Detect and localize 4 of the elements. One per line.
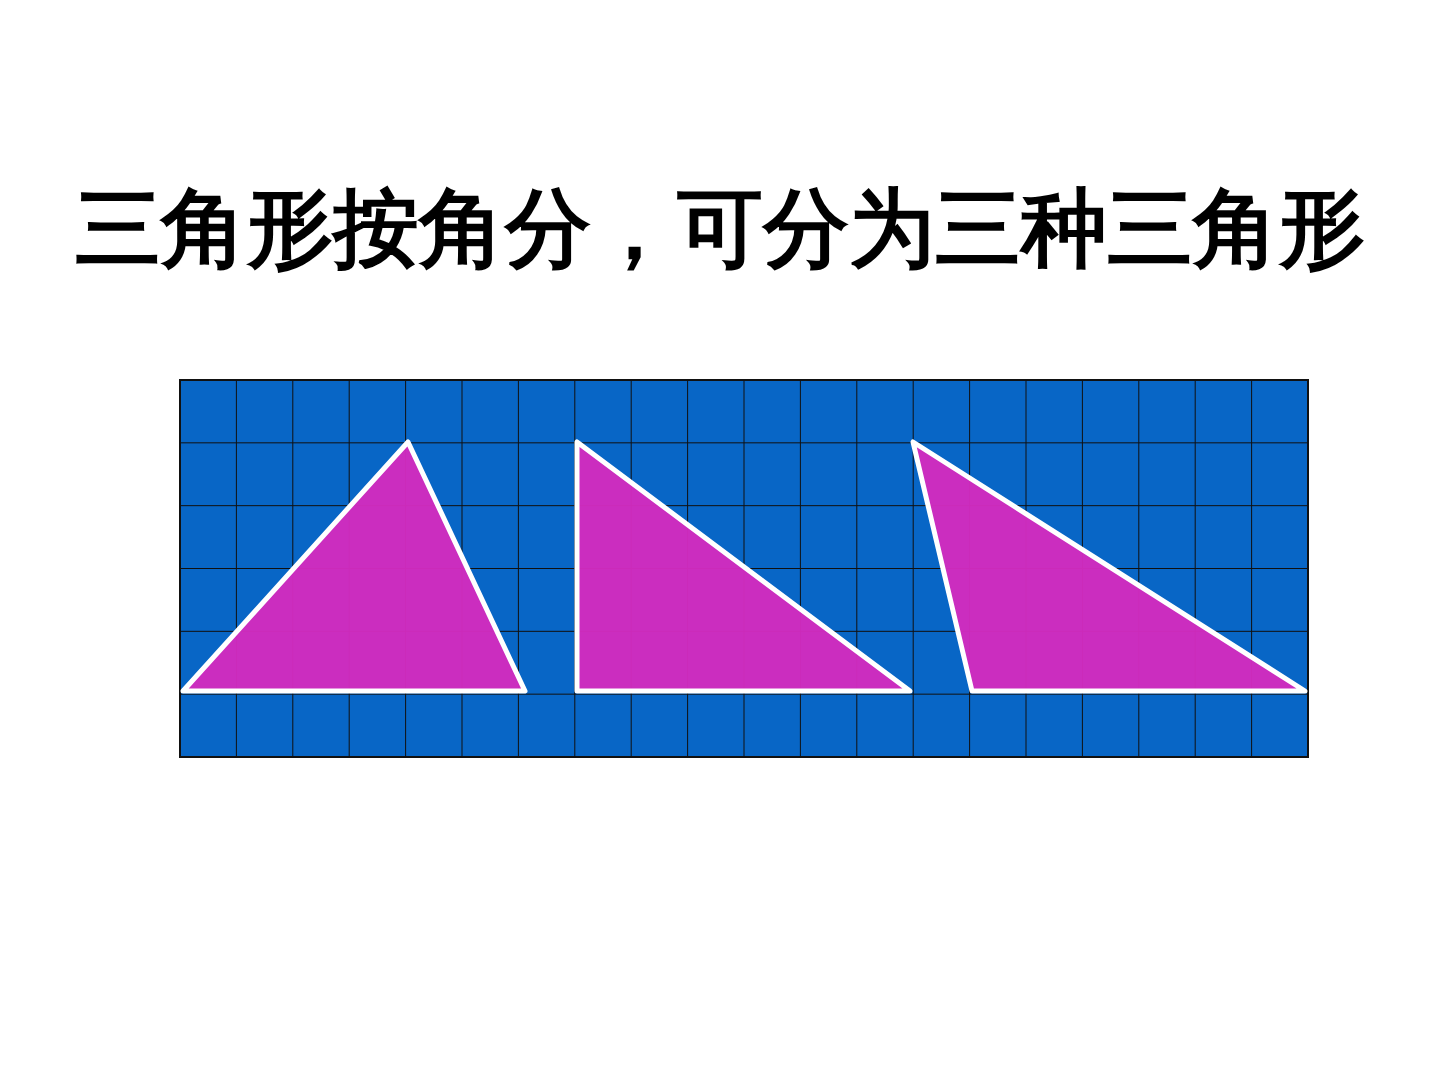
- triangle-shape: [574, 439, 913, 694]
- title: 三角形按角分，可分为三种三角形: [75, 178, 1365, 278]
- triangle-shape: [910, 439, 1308, 694]
- triangle-shape: [180, 439, 528, 694]
